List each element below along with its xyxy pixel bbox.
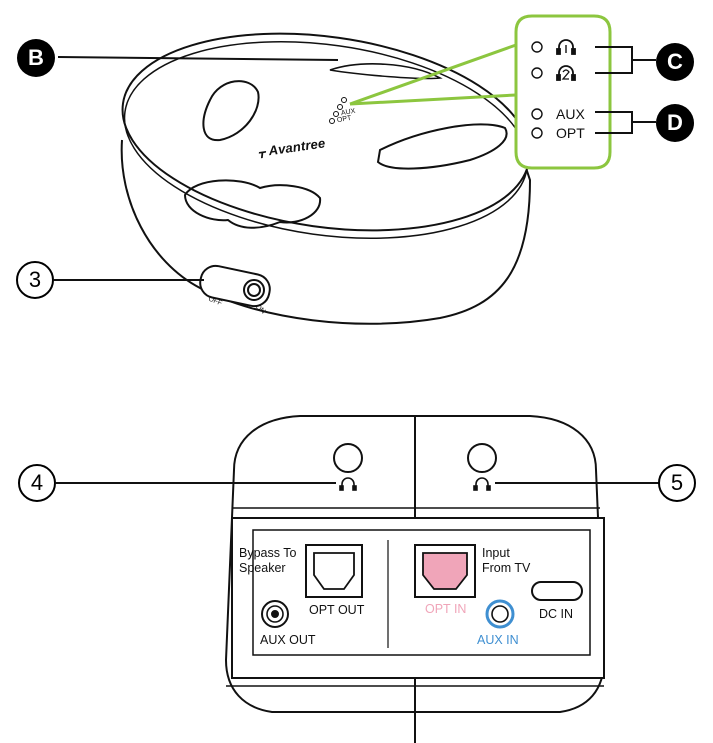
aux-out-label: AUX OUT (260, 633, 316, 647)
power-switch-knob-inner (247, 283, 261, 297)
led-opt (531, 127, 543, 139)
zoom-aux-label: AUX (556, 106, 585, 122)
callout-d: D (656, 104, 694, 142)
opt-out-port[interactable] (305, 544, 363, 598)
callout-b: B (17, 39, 55, 77)
opt-out-label: OPT OUT (309, 603, 365, 617)
rest-slot-right (376, 123, 508, 170)
top-device (120, 32, 532, 325)
led-headphone-2 (531, 67, 543, 79)
aux-out-port[interactable] (261, 600, 289, 628)
bracket-c (595, 46, 656, 74)
zoom-opt-label: OPT (556, 125, 585, 141)
led-aux (531, 108, 543, 120)
aux-in-label: AUX IN (477, 633, 519, 647)
led-headphone-1 (531, 41, 543, 53)
opt-in-port[interactable] (414, 544, 476, 598)
leader-b (57, 56, 339, 61)
power-switch-knob[interactable] (243, 279, 265, 301)
headphone-2-icon (556, 65, 576, 81)
input-label: Input From TV (482, 546, 531, 575)
rest-slot-top (329, 63, 443, 80)
bracket-d (595, 111, 656, 134)
housing-headphone-1-icon (339, 477, 357, 491)
callout-3: 3 (16, 261, 54, 299)
callout-c: C (656, 43, 694, 81)
zoom-connector-lower (349, 93, 517, 106)
housing-headphone-2-icon (473, 477, 491, 491)
zoom-connector-upper (349, 43, 517, 106)
headphone-2-dock (467, 443, 497, 473)
zoom-leds (531, 41, 543, 139)
bypass-label: Bypass To Speaker (239, 546, 297, 575)
device-indicator-dots (329, 97, 347, 124)
dc-in-label: DC IN (539, 607, 574, 621)
callout-4: 4 (18, 464, 56, 502)
aux-in-port[interactable] (485, 599, 515, 629)
callout-5: 5 (658, 464, 696, 502)
headphone-1-icon (556, 39, 576, 55)
opt-in-label: OPT IN (425, 602, 467, 616)
rest-slot-left (202, 80, 260, 142)
indicator-zoom-box (514, 14, 612, 170)
rest-slot-bottom (183, 179, 322, 229)
dc-in-port[interactable] (531, 581, 583, 601)
headphone-1-dock (333, 443, 363, 473)
